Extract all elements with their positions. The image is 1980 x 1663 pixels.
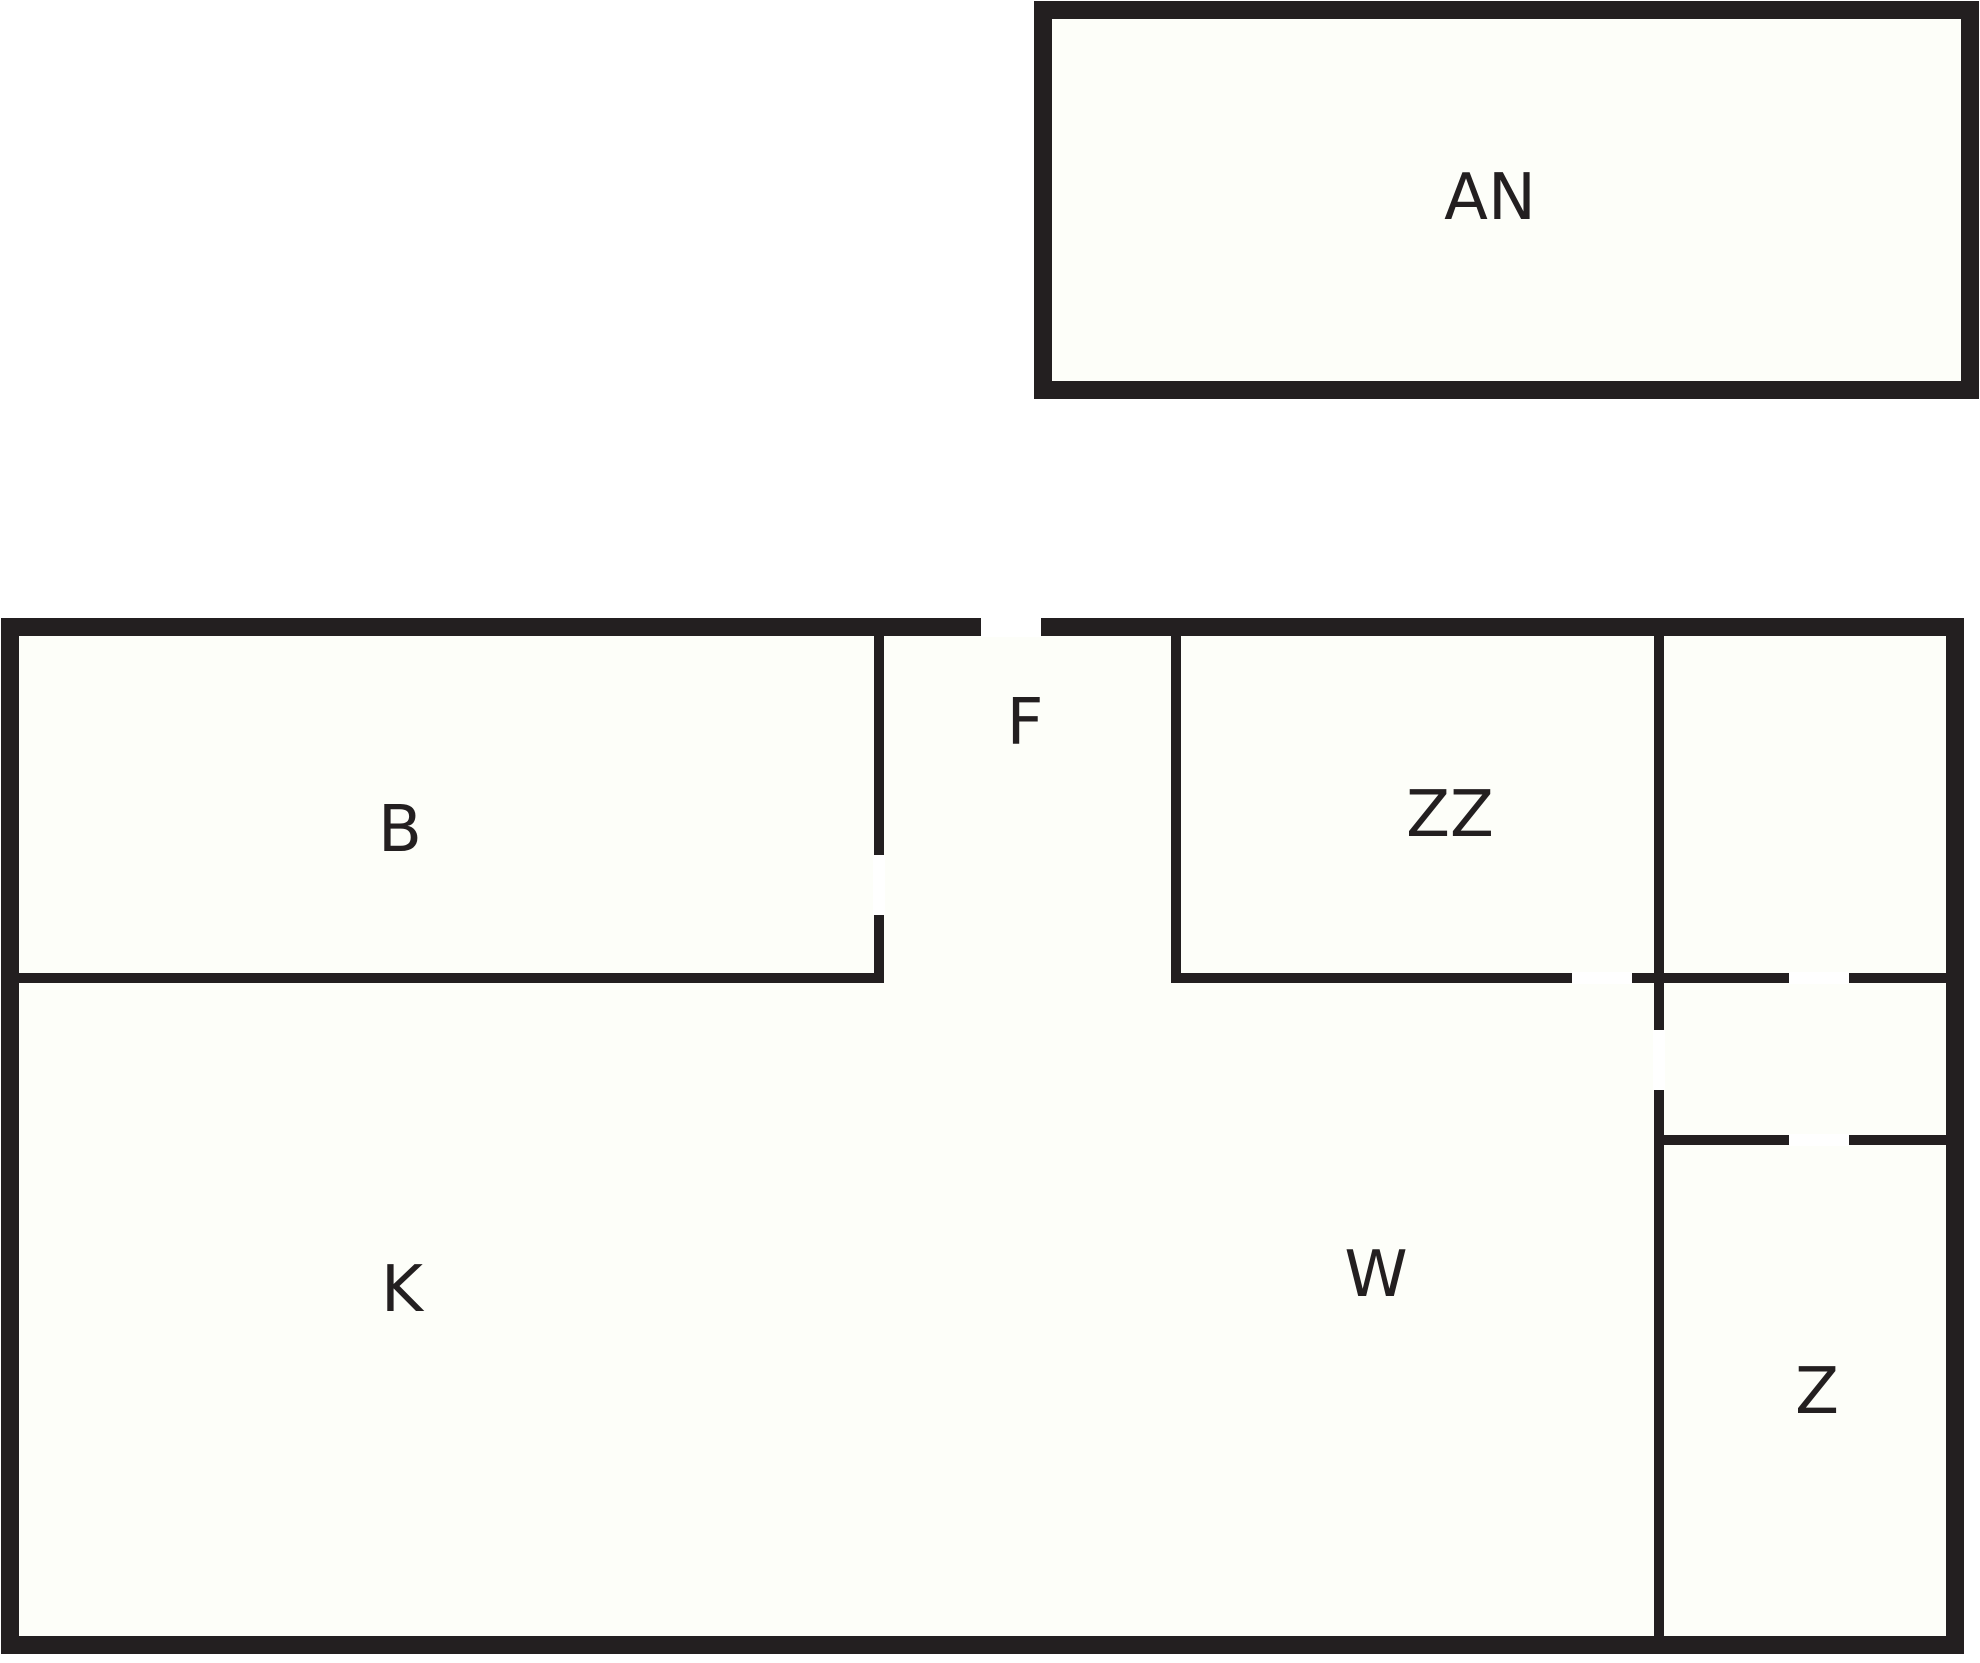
room-label-zz: ZZ xyxy=(1406,778,1494,852)
room-label-b: B xyxy=(378,793,422,867)
main-floor-fill xyxy=(10,627,1955,1645)
door-z xyxy=(1789,1134,1849,1146)
door-hall-west xyxy=(1653,1030,1665,1090)
room-an-outline xyxy=(1034,1,1979,399)
room-label-k: K xyxy=(381,1253,425,1327)
room-label-an: AN xyxy=(1444,161,1536,235)
door-ne-room xyxy=(1789,972,1849,984)
door-entrance xyxy=(981,617,1041,637)
door-zz xyxy=(1572,972,1632,984)
room-label-z: Z xyxy=(1795,1355,1839,1429)
door-b xyxy=(873,855,885,915)
room-label-f: F xyxy=(1007,686,1044,760)
room-label-w: W xyxy=(1344,1238,1407,1312)
door-gaps xyxy=(873,617,1849,1146)
